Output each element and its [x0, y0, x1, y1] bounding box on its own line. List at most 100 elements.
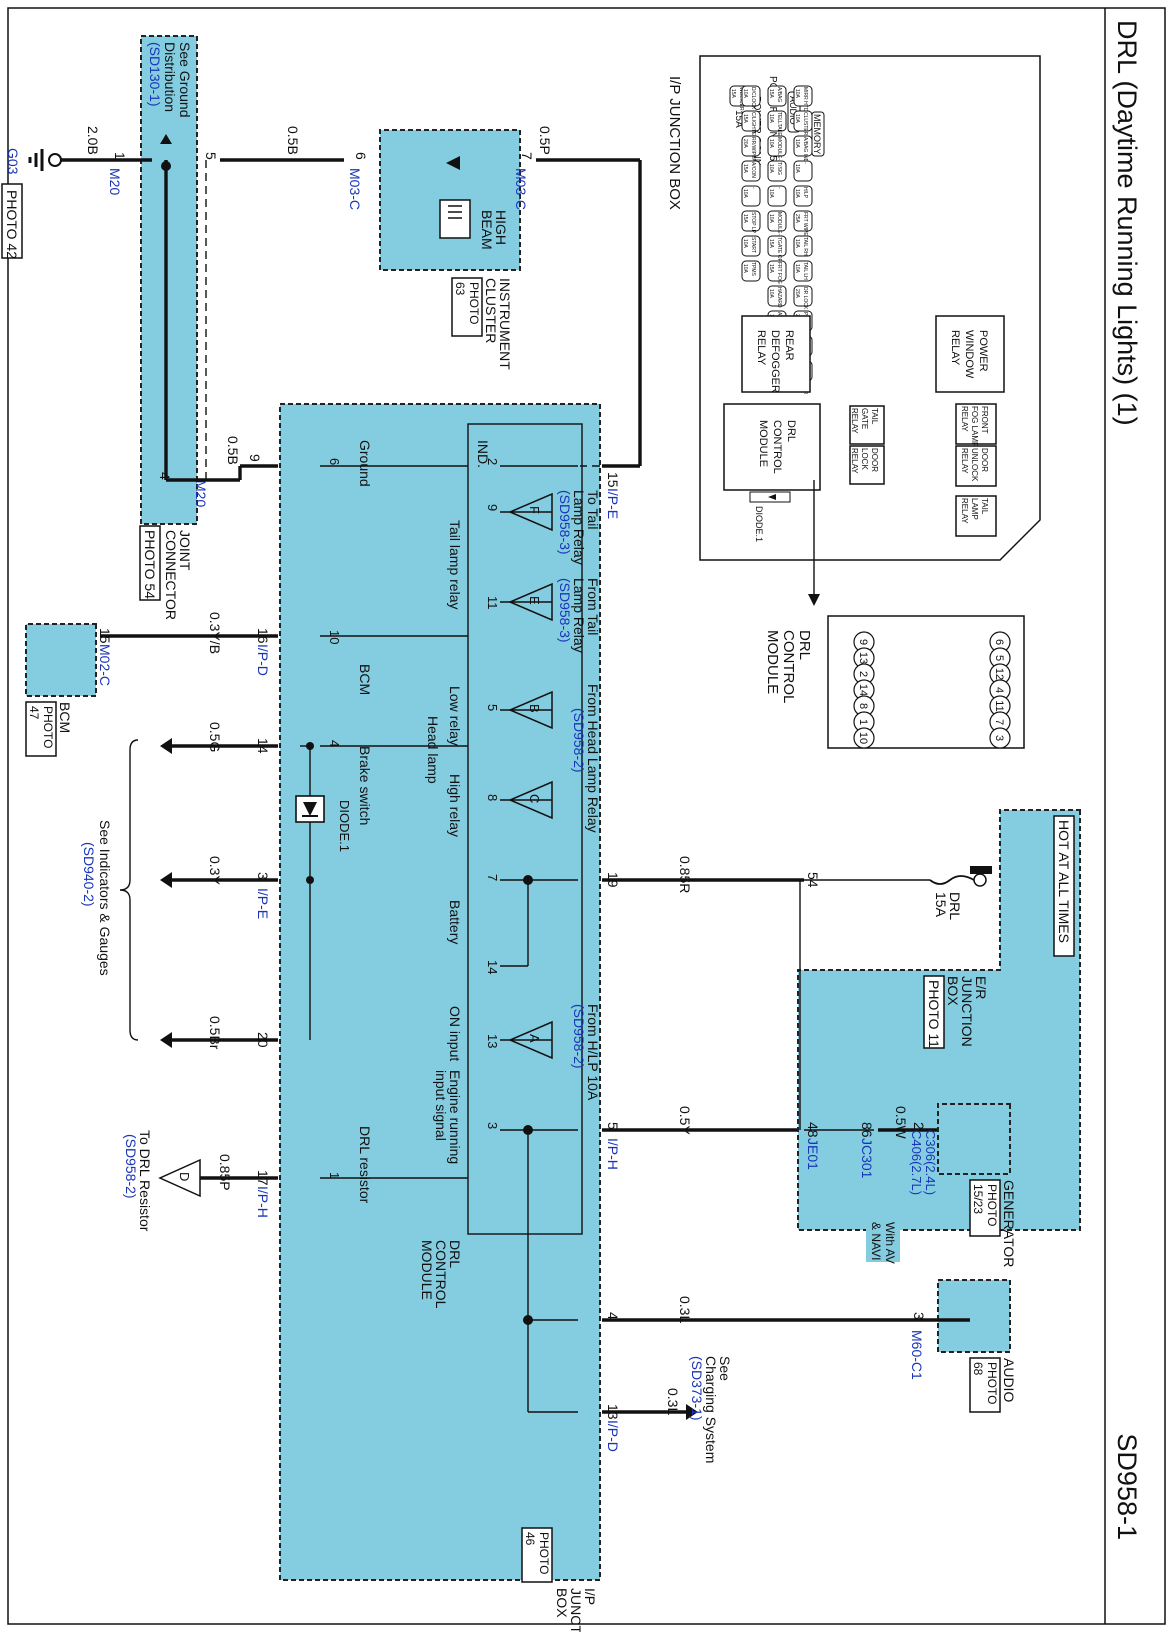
connector-pin-circle — [989, 727, 1011, 749]
ext-wire-3-label: 0.3Y — [207, 856, 223, 885]
drl-fuse-1: DRL — [947, 892, 963, 920]
audio-photo-box — [969, 1357, 1001, 1413]
fuse-name: T/SIG — [776, 162, 782, 175]
ext-wire-17-label: 0.85P — [217, 1154, 233, 1191]
connector-pin-number: 14 — [857, 684, 869, 696]
jbox-diode-label: DIODE.1 — [754, 506, 764, 542]
fuse-amp: 10A — [768, 189, 774, 199]
av-navi-1: With AV — [883, 1222, 897, 1264]
cluster-conn-out: M03-C — [513, 168, 529, 210]
ref-e1-ref: (SD958-3) — [557, 578, 573, 643]
er-conn-48: JE01 — [805, 1138, 821, 1170]
fuse-amp: 15A — [768, 239, 774, 249]
ip-title-3: BOX — [554, 1588, 570, 1618]
av-navi-2: & NAVI — [869, 1222, 883, 1260]
inner-pin-9: 9 — [485, 504, 500, 511]
inner-pin-8: 8 — [485, 794, 500, 801]
ip-title-2: JUNCTION — [568, 1588, 584, 1632]
ref-f-ref: (SD958-3) — [557, 490, 573, 555]
fuse-amp: 10A — [768, 164, 774, 174]
fuse-name: TGATE OPEN — [776, 237, 782, 269]
audio-conn: M60-C1 — [909, 1330, 925, 1380]
pw-relay-1: POWER — [977, 330, 989, 372]
diode-icon — [295, 795, 325, 823]
cluster-pin-in: 6 — [353, 152, 369, 160]
fuse-name: HAZARD — [776, 287, 782, 308]
ref-f-2: Lamp Relay — [571, 490, 587, 565]
indicators-brace — [119, 739, 139, 1041]
svg-text:Distribution: Distribution — [162, 42, 178, 112]
pin-label-on-input: ON input — [447, 1006, 463, 1061]
rd-relay-1: REAR — [783, 330, 795, 361]
fuse-amp: 10A — [768, 214, 774, 224]
fuse-amp: 20A — [794, 289, 800, 299]
g03-label: G03 — [5, 148, 21, 175]
ext-pin-20: 20 — [255, 1032, 271, 1048]
indicators-1: See Indicators & Gauges — [97, 820, 113, 976]
m20-pin5-wire-label: 0.5B — [285, 126, 301, 155]
dl-relay-1: DOOR — [870, 448, 879, 472]
fuse-2-4: -10A — [767, 185, 787, 207]
page-border — [7, 7, 1166, 1625]
tail-lamp-relay — [955, 495, 997, 537]
inner-pin-2: 2 — [485, 458, 500, 465]
ip-photo-2: 46 — [523, 1532, 537, 1546]
fuse-name: C/LIGHTER — [750, 112, 756, 139]
page-code: SD958-1 — [1112, 1433, 1142, 1540]
generator-photo-1: PHOTO — [985, 1184, 999, 1226]
ext-pin-5: 5 — [605, 1122, 621, 1130]
pin-label-low-relay: Low relay — [447, 686, 463, 746]
audio-photo-2: 68 — [971, 1362, 985, 1376]
hot-at-all-times: HOT AT ALL TIMES — [1056, 820, 1072, 943]
connector-pin-number: 5 — [993, 655, 1005, 661]
fuse-amp: 15A — [742, 164, 748, 174]
fuse-name: MODULE-2 — [776, 212, 782, 238]
ext-wire-16-label: 0.3Y/B — [207, 612, 223, 654]
pin-label-bcm: BCM — [357, 664, 373, 695]
er-title-3: BOX — [945, 976, 961, 1006]
ext-pin-3: 3 — [255, 872, 271, 880]
er-photo-box — [923, 975, 945, 1049]
dl-relay-3: RELAY — [850, 448, 859, 474]
fuse-name: MODULE-1 — [776, 137, 782, 163]
joint-wire9: 0.5B — [225, 436, 241, 465]
slot-to-connector-arrow — [808, 594, 820, 606]
fuse-amp: 10A — [742, 189, 748, 199]
ff-relay-1: FRONT — [980, 406, 989, 434]
jc301-wire: 0.5W — [893, 1106, 909, 1139]
inner-pin-4: 4 — [327, 740, 342, 747]
ext-wire-20-label: 0.5Br — [207, 1016, 223, 1050]
pin-label-tail-relay: Tail lamp relay — [447, 520, 463, 609]
ff-relay-2: FOG LAMP — [970, 406, 979, 447]
du-relay-3: RELAY — [960, 448, 969, 474]
cluster-title-2: CLUSTER — [483, 278, 499, 343]
fuse-name: TELLTALE — [776, 112, 782, 136]
drl-fuse-icon — [929, 866, 992, 887]
generator-title: GENERATOR — [1001, 1180, 1017, 1267]
fuse-amp: 10A — [794, 139, 800, 149]
drl-slot-2: CONTROL — [771, 420, 783, 474]
tg-relay-1: TAIL — [870, 408, 879, 425]
svg-text:(SD130-1): (SD130-1) — [147, 42, 163, 107]
fuse-amp: 15A — [742, 114, 748, 124]
ext-wire-13-label: 0.3L — [665, 1388, 681, 1415]
generator-box — [937, 1103, 1011, 1175]
drl-module-inner — [467, 423, 583, 1235]
connector-pin-number: 6 — [993, 639, 1005, 645]
power-window-relay — [935, 315, 1005, 393]
drl-slot-3: MODULE — [757, 420, 769, 467]
high-beam-lamp-icon — [439, 156, 471, 239]
engine-splice-2 — [523, 1315, 533, 1325]
fuse-3-3: -10A — [793, 160, 813, 182]
ref-e1-2: Lamp Relay — [571, 578, 587, 653]
cluster-photo-2: 63 — [453, 282, 467, 296]
ext-conn-5: I/P-H — [605, 1138, 621, 1170]
